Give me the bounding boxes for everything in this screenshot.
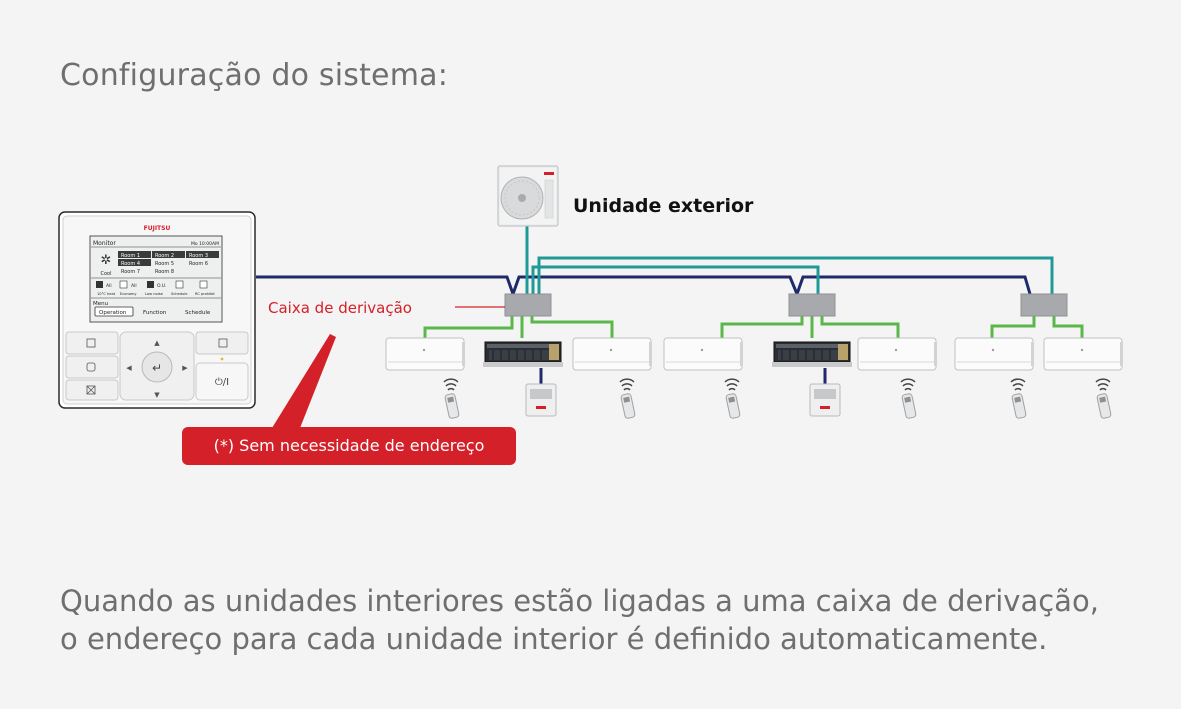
lcd-status-4: Schedule xyxy=(171,292,188,296)
lcd-room-8: Room 8 xyxy=(155,269,174,275)
lcd-menu-operation: Operation xyxy=(99,310,127,316)
power-symbol: ⏻/I xyxy=(215,377,229,388)
wired-remotes xyxy=(525,383,841,417)
lcd-header-right: Mo 10:00AM xyxy=(191,241,219,247)
wall-unit-3 xyxy=(663,337,744,371)
lcd-mode: Cool xyxy=(101,271,112,277)
ir-remote-4 xyxy=(900,378,918,420)
indoor-units xyxy=(385,337,1124,371)
outdoor-line-to-box-3 xyxy=(537,256,1054,294)
svg-text:▲: ▲ xyxy=(154,339,160,347)
note-callout-pointer xyxy=(272,334,336,428)
caption-line-2: o endereço para cada unidade interior é … xyxy=(60,622,1048,656)
ir-remote-5 xyxy=(1010,378,1028,420)
svg-text:↵: ↵ xyxy=(152,361,162,375)
lcd-header-left: Monitor xyxy=(93,240,116,247)
lcd-menu-function: Function xyxy=(143,310,167,316)
svg-text:▶: ▶ xyxy=(182,364,188,372)
duct-unit-1 xyxy=(482,341,564,368)
lcd-menu-label: Menu xyxy=(93,301,108,307)
wall-unit-5 xyxy=(954,337,1035,371)
caption-line-1: Quando as unidades interiores estão liga… xyxy=(60,584,1099,618)
ir-remote-3 xyxy=(724,378,742,420)
svg-text:◀: ◀ xyxy=(126,364,132,372)
ir-remote-1 xyxy=(443,378,461,420)
wired-remote-2 xyxy=(809,383,841,417)
lcd-status-3: Low noise xyxy=(145,292,164,296)
lcd-room-2: Room 2 xyxy=(155,253,174,259)
lcd-room-6: Room 6 xyxy=(189,261,208,267)
wall-unit-6 xyxy=(1043,337,1124,371)
caption: Quando as unidades interiores estão liga… xyxy=(60,582,1099,658)
outdoor-unit-label: Unidade exterior xyxy=(573,195,754,217)
controller-transmission-line xyxy=(256,275,1032,299)
controller-brand: FUJITSU xyxy=(144,225,171,232)
lcd-menu-schedule: Schedule xyxy=(185,310,211,316)
branch-box-1 xyxy=(504,293,552,317)
lcd-status-5: RC prohibit xyxy=(195,292,215,296)
lcd-status-1: 10°C heat xyxy=(97,292,116,296)
wall-unit-4 xyxy=(857,337,938,371)
central-controller: FUJITSU Monitor Mo 10:00AM ✲ Cool Room 1… xyxy=(58,211,256,409)
ir-remote-6 xyxy=(1095,378,1113,420)
outdoor-unit xyxy=(497,165,559,227)
branch-box-label: Caixa de derivação xyxy=(268,299,412,317)
lcd-status-value-3: O.U. xyxy=(157,283,167,289)
lcd-status-2: Economy xyxy=(120,292,137,296)
lcd-status-value-1: All xyxy=(106,283,112,289)
lcd-snowflake-icon: ✲ xyxy=(101,253,112,268)
lcd-room-3: Room 3 xyxy=(189,253,208,259)
outdoor-line-to-box-2 xyxy=(531,265,820,294)
lcd-room-7: Room 7 xyxy=(121,269,140,275)
branch-boxes xyxy=(504,293,1068,317)
branch-box-2 xyxy=(788,293,836,317)
lcd-room-1: Room 1 xyxy=(121,253,140,259)
lcd-status-value-2: All xyxy=(131,283,137,289)
wall-unit-2 xyxy=(572,337,653,371)
ir-remote-2 xyxy=(619,378,637,420)
branch-box-3 xyxy=(1020,293,1068,317)
svg-text:▼: ▼ xyxy=(154,391,160,399)
no-address-note: (*) Sem necessidade de endereço xyxy=(182,427,516,465)
duct-unit-2 xyxy=(771,341,853,368)
wall-unit-1 xyxy=(385,337,466,371)
lcd-room-5: Room 5 xyxy=(155,261,174,267)
page-title: Configuração do sistema: xyxy=(60,58,449,93)
wiring xyxy=(256,226,1084,384)
lcd-room-4: Room 4 xyxy=(121,261,140,267)
wired-remote-1 xyxy=(525,383,557,417)
